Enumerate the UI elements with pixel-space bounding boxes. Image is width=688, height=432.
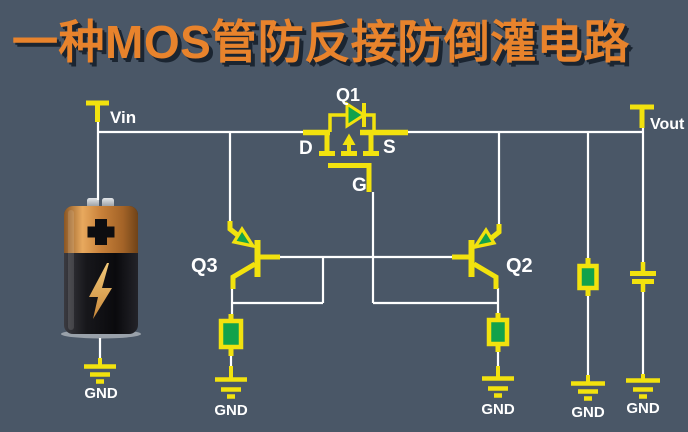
- transistor-q3: [227, 221, 280, 289]
- q1-gate-label: G: [352, 175, 367, 196]
- battery-gloss: [68, 210, 74, 330]
- q1-channel-legs: [324, 135, 374, 151]
- resistor-below-q2: [486, 313, 510, 352]
- resistor-right-column: [577, 258, 599, 296]
- q1-body-diode-loop: [328, 113, 376, 132]
- vout-label: Vout: [650, 116, 685, 133]
- capacitor-output: [630, 262, 656, 292]
- terminal-symbols: [86, 100, 654, 128]
- gnd-label-resistor: GND: [571, 404, 605, 421]
- q2-emitter-arrow-icon: [471, 227, 497, 250]
- gnd-symbol-resistor: [571, 381, 605, 401]
- resistor-body: [486, 317, 510, 347]
- ground-symbols: [84, 358, 660, 401]
- gnd-symbol-q3: [215, 377, 247, 399]
- q2-ref-label: Q2: [506, 255, 533, 277]
- gnd-label-q3: GND: [214, 402, 248, 419]
- gnd-label-battery: GND: [84, 385, 118, 402]
- vin-label: Vin: [110, 108, 136, 127]
- vin-terminal: [86, 100, 109, 122]
- resistors: [218, 258, 599, 356]
- wire-vout-rail: [408, 128, 645, 263]
- body-diode-icon: [345, 101, 367, 129]
- wire-cross-link-left: [230, 257, 325, 321]
- resistor-body: [577, 263, 599, 291]
- wire-cross-link-right: [373, 288, 500, 322]
- q3-emitter-lead: [227, 221, 242, 239]
- wire-vin-rail: [96, 122, 303, 200]
- q3-ref-label: Q3: [191, 255, 218, 277]
- gnd-symbol-capacitor: [626, 378, 660, 399]
- battery-plus-icon: [87, 219, 115, 245]
- q1-ref-label: Q1: [336, 85, 360, 105]
- gnd-label-capacitor: GND: [626, 400, 660, 417]
- q1-source-label: S: [383, 137, 396, 158]
- gnd-label-q2: GND: [481, 401, 515, 418]
- up-arrow-icon: [342, 133, 356, 145]
- q1-drain-label: D: [299, 138, 313, 159]
- q3-collector-lead: [230, 261, 257, 289]
- battery-illustration: [61, 198, 141, 339]
- transistor-q2: [452, 224, 502, 289]
- wire-network: [96, 122, 645, 377]
- gnd-symbol-q2: [482, 376, 514, 398]
- resistor-below-q3: [218, 314, 244, 356]
- lightning-bolt-icon: [89, 263, 112, 319]
- vout-terminal: [630, 104, 654, 128]
- page-title: 一种MOS管防反接防倒灌电路: [12, 16, 630, 68]
- gnd-symbol-battery: [84, 364, 116, 384]
- resistor-body: [218, 318, 244, 350]
- q3-emitter-arrow-icon: [231, 226, 257, 249]
- mosfet-q1: [303, 101, 408, 192]
- q2-collector-lead: [472, 261, 499, 289]
- q1-gate-lead: [328, 163, 372, 192]
